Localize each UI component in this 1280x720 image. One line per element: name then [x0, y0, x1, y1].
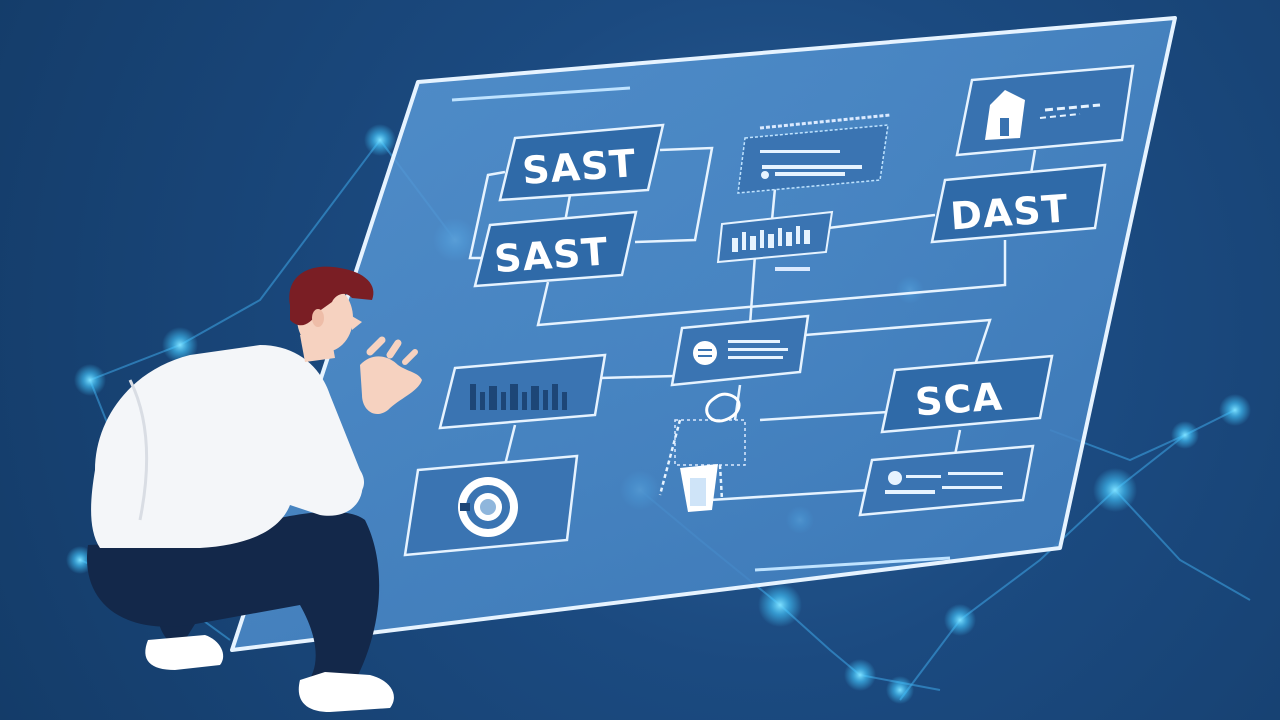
document-icon: [693, 341, 717, 365]
document-box: [670, 314, 810, 387]
scribble-panel-bottom-right: [858, 444, 1035, 517]
dast-label: DAST: [949, 186, 1070, 238]
scribble-panel-top: [737, 113, 891, 194]
dast-box: DAST: [930, 163, 1107, 244]
gear-icon: [458, 477, 518, 537]
crouching-person: [86, 266, 422, 712]
house-icon: [985, 90, 1025, 140]
sast-bottom-label: SAST: [493, 229, 610, 281]
scribble-panel-left: [438, 353, 607, 430]
sca-box: SCA: [880, 354, 1054, 434]
sca-label: SCA: [914, 374, 1005, 424]
left-shoe: [145, 635, 224, 670]
sast-top-box: SAST: [498, 123, 665, 202]
scribble-panel-middle: [716, 210, 834, 271]
hands: [360, 336, 422, 415]
gear-icon-box: [403, 454, 579, 557]
flow-connectors: [468, 146, 1037, 502]
funnel-icon: [674, 392, 746, 512]
right-shoe: [298, 672, 394, 712]
sast-bottom-box: SAST: [473, 210, 638, 288]
house-icon-box: [955, 64, 1135, 157]
sast-top-label: SAST: [521, 141, 638, 193]
